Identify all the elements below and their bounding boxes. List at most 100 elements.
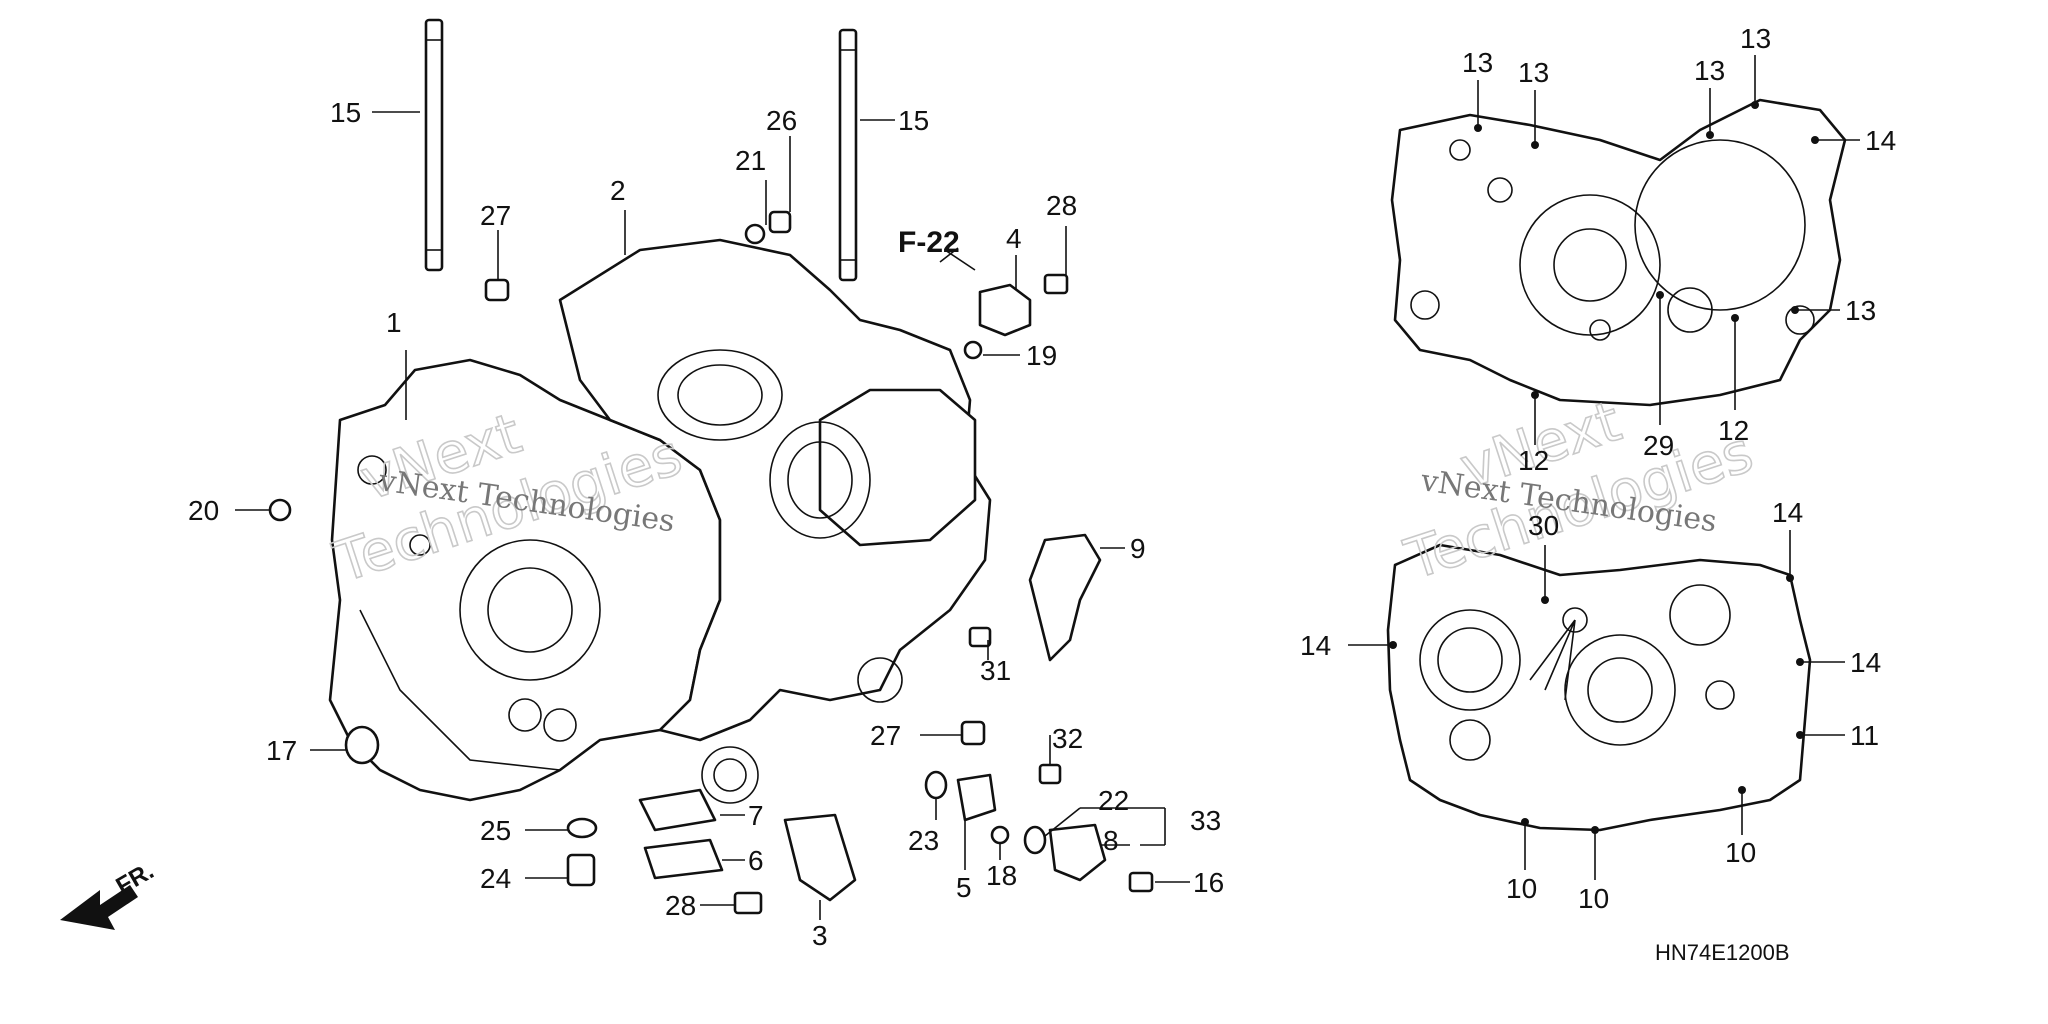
washer-19 (963, 340, 983, 360)
face-bore-left (1419, 609, 1521, 711)
callout: 11 (1850, 720, 1879, 751)
callout: 27 (480, 200, 511, 231)
callout: 13 (1845, 295, 1876, 326)
stud-bolt-left (424, 18, 444, 272)
callout: 13 (1518, 57, 1549, 88)
callout: 23 (908, 825, 939, 856)
callout: 10 (1725, 837, 1756, 868)
callout: 12 (1718, 415, 1749, 446)
bore-small (1667, 287, 1713, 333)
washer-20 (268, 498, 292, 522)
bolt-32 (1038, 763, 1062, 785)
loose-parts (268, 210, 1154, 915)
washer-23 (924, 770, 948, 800)
callout: 10 (1506, 873, 1537, 904)
callout: 26 (766, 105, 797, 136)
face-bore-center (1564, 634, 1676, 746)
washer-18 (990, 825, 1010, 845)
bolt-16 (1128, 871, 1154, 893)
callout: 27 (870, 720, 901, 751)
plate-3 (783, 813, 857, 902)
bolt-hole (508, 698, 542, 732)
bracket-9 (1028, 533, 1102, 662)
arrow-icon (60, 885, 138, 930)
bore-right (1634, 139, 1806, 311)
stud-bolt-right (838, 28, 858, 282)
bolt-hole (543, 708, 577, 742)
callout: 22 (1098, 785, 1129, 816)
cover-top-view (1390, 98, 1847, 407)
crankcase-assembly (328, 238, 992, 804)
cylinder-bore (769, 421, 871, 539)
dowel-pin-27-lower (960, 720, 986, 746)
callout: 8 (1103, 825, 1119, 856)
callout: 2 (610, 175, 626, 206)
callout: 14 (1772, 497, 1803, 528)
drain-bolt-24 (566, 853, 596, 887)
bolt-hole (409, 534, 431, 556)
callout: 12 (1518, 445, 1549, 476)
leader-lines-bottom-right (1348, 530, 1845, 880)
callout: 24 (480, 863, 511, 894)
crankcase-face (1386, 543, 1812, 832)
bolt-31 (968, 626, 992, 648)
front-direction-indicator: FR. (60, 857, 158, 930)
crankcase-cover-top (1390, 98, 1847, 407)
leader-lines-top-right (1477, 55, 1860, 445)
callout: 10 (1578, 883, 1609, 914)
callout: 13 (1694, 55, 1725, 86)
callout: 33 (1190, 805, 1221, 836)
gasket-6 (643, 838, 724, 880)
oil-filter-boss-inner (713, 758, 747, 792)
bolt-hole (357, 455, 387, 485)
callout: 13 (1740, 23, 1771, 54)
callout: 19 (1026, 340, 1057, 371)
callout: 1 (386, 307, 402, 338)
callout: 28 (1046, 190, 1077, 221)
sensor-8 (1048, 823, 1107, 882)
case-flange (359, 609, 561, 771)
bore-large-inner (1553, 228, 1627, 302)
washer-25 (566, 817, 598, 839)
oil-seal-17 (344, 725, 380, 765)
crankcase-left-half (558, 238, 992, 742)
callout: 5 (956, 872, 972, 903)
gasket-7 (638, 788, 717, 832)
callout: 15 (898, 105, 929, 136)
callout: 7 (748, 800, 764, 831)
o-ring-21 (744, 223, 766, 245)
callout: 15 (330, 97, 361, 128)
dowel-pin-26 (768, 210, 792, 234)
stud-bolts (424, 18, 858, 282)
reference-label: F-22 (898, 226, 960, 259)
cylinder-bore-inner (787, 441, 853, 519)
callout: 28 (665, 890, 696, 921)
callout: 13 (1462, 47, 1493, 78)
callout: 18 (986, 860, 1017, 891)
callout: 4 (1006, 223, 1022, 254)
bearing-bore (459, 539, 601, 681)
callout: 16 (1193, 867, 1224, 898)
callout: 14 (1850, 647, 1881, 678)
cylinder-deck (818, 388, 977, 547)
dowel-pin-27-top (484, 278, 510, 302)
callout: 30 (1528, 510, 1559, 541)
callout: 9 (1130, 533, 1146, 564)
crankcase-face-view (1386, 543, 1812, 834)
callout: 14 (1300, 630, 1331, 661)
bolt-boss (857, 657, 903, 703)
leader-lines-left (235, 111, 1190, 920)
callout-labels: 15 15 27 2 21 26 1 F-22 4 28 19 20 9 31 … (188, 23, 1896, 965)
callout: 29 (1643, 430, 1674, 461)
cover-5 (956, 773, 997, 822)
bore-large (1519, 194, 1661, 336)
oil-filter-boss (701, 746, 759, 804)
bearing-inner (487, 567, 573, 653)
callout: 6 (748, 845, 764, 876)
face-bore-right (1669, 584, 1731, 646)
callout: 32 (1052, 723, 1083, 754)
bolt-28-lower (733, 891, 763, 915)
callout: 14 (1865, 125, 1896, 156)
bolt-28-top (1043, 273, 1069, 295)
